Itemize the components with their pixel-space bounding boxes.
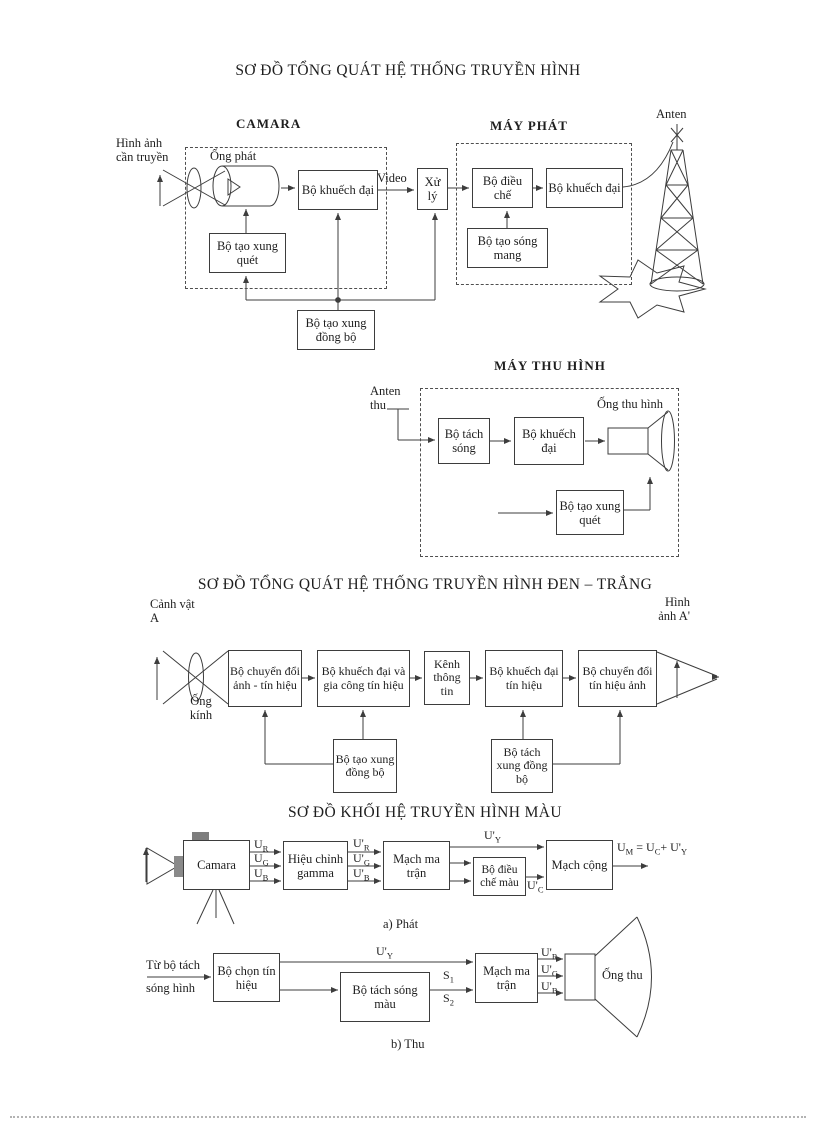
label-ong-kinh: Ống kính: [189, 694, 213, 723]
signal-upg-b: U'G: [541, 962, 558, 979]
block-chuyen-doi-anh-tin-hieu: Bộ chuyển đổi ảnh - tín hiệu: [228, 650, 302, 707]
signal-s2: S2: [443, 991, 454, 1008]
camara-dashed-group: [185, 147, 387, 289]
title-bw-tv-system: SƠ ĐỒ TỔNG QUÁT HỆ THỐNG TRUYỀN HÌNH ĐEN…: [197, 576, 653, 593]
label-a-phat: a) Phát: [383, 917, 419, 931]
block-bo-tach-xung-dong-bo: Bộ tách xung đồng bộ: [491, 739, 553, 793]
label-ong-thu: Ống thu: [602, 968, 643, 982]
block-bo-dieu-che-mau: Bộ điều chế màu: [473, 857, 526, 896]
antenna-tower-icon: [649, 124, 705, 292]
may-phat-dashed-group: [456, 143, 632, 285]
block-bo-tach-song: Bộ tách sóng: [438, 418, 490, 464]
signal-upy-a: U'Y: [484, 828, 501, 845]
label-camara: CAMARA: [236, 116, 302, 131]
block-xu-ly: Xử lý: [417, 168, 448, 210]
block-bo-khuech-dai-1: Bộ khuếch đại: [298, 170, 378, 210]
label-canh-vat-a: Cảnh vật A: [150, 597, 195, 626]
signal-formula: UM = UC+ U'Y: [617, 840, 688, 857]
signal-upy-b: U'Y: [376, 944, 393, 961]
block-kenh-thong-tin: Kênh thông tin: [424, 651, 470, 705]
signal-upr: U'R: [353, 836, 370, 853]
signal-upb: U'B: [353, 866, 370, 883]
block-bo-khuech-dai-3: Bộ khuếch đại: [514, 417, 584, 465]
block-camara: Camara: [183, 840, 250, 890]
light-source-icon: [143, 832, 209, 885]
block-bo-tao-xung-quet: Bộ tạo xung quét: [209, 233, 286, 273]
label-hinh-anh-a: Hình ảnh A': [658, 595, 690, 624]
block-chuyen-doi-tin-hieu-anh: Bộ chuyển đổi tín hiệu ảnh: [578, 650, 657, 707]
block-hieu-chinh-gamma: Hiệu chỉnh gamma: [283, 841, 348, 890]
signal-upg: U'G: [353, 851, 370, 868]
title-tv-system: SƠ ĐỒ TỔNG QUÁT HỆ THỐNG TRUYỀN HÌNH: [235, 62, 581, 79]
signal-s1: S1: [443, 968, 454, 985]
title-color-tv-system: SƠ ĐỒ KHỐI HỆ TRUYỀN HÌNH MÀU: [288, 804, 562, 821]
label-b-thu: b) Thu: [391, 1037, 425, 1051]
lens-icon-2: [162, 650, 229, 705]
label-ong-thu-hinh: Ống thu hình: [597, 397, 663, 411]
block-mach-ma-tran-b: Mạch ma trận: [475, 953, 538, 1003]
label-input-line1: Từ bộ tách: [146, 958, 200, 972]
block-mach-cong: Mạch cộng: [546, 840, 613, 890]
pickup-tube-icon: [212, 165, 280, 207]
signal-ur: UR: [254, 837, 269, 854]
camera-lens-icon: [162, 167, 226, 209]
block-bo-chon-tin-hieu: Bộ chọn tín hiệu: [213, 953, 280, 1002]
title-may-thu-hinh: MÁY THU HÌNH: [494, 358, 606, 373]
label-anten-thu: Anten thu: [370, 384, 401, 413]
receiver-tube-icon: [564, 916, 652, 1038]
footer-divider: [10, 1116, 806, 1118]
picture-tube-icon: [607, 410, 675, 472]
label-anten: Anten: [656, 107, 687, 121]
block-bo-tao-xung-dong-bo: Bộ tạo xung đồng bộ: [297, 310, 375, 350]
signal-ug: UG: [254, 851, 269, 868]
block-mach-ma-tran-a: Mạch ma trận: [383, 841, 450, 890]
receive-antenna-icon: [387, 408, 409, 440]
signal-ub: UB: [254, 866, 269, 883]
camera-tripod-icon: [196, 889, 235, 925]
block-bo-tao-song-mang: Bộ tạo sóng mang: [467, 228, 548, 268]
block-bo-tao-xung-quet-2: Bộ tạo xung quét: [556, 490, 624, 535]
block-bo-dieu-che: Bộ điều chế: [472, 168, 533, 208]
label-video: Video: [377, 171, 407, 185]
may-thu-dashed-group: [420, 388, 679, 557]
label-ong-phat: Ống phát: [210, 149, 257, 163]
block-bo-tach-song-mau: Bộ tách sóng màu: [340, 972, 430, 1022]
label-hinh-anh-can-truyen: Hình ảnh cần truyền: [116, 136, 169, 165]
label-may-phat: MÁY PHÁT: [490, 118, 568, 133]
block-bo-khuech-dai-2: Bộ khuếch đại: [546, 168, 623, 208]
starburst-icon: [598, 259, 707, 319]
block-bo-tao-xung-dong-bo-2: Bộ tạo xung đồng bộ: [333, 739, 397, 793]
signal-upc: U'C: [527, 878, 544, 895]
signal-upb-b: U'B: [541, 979, 558, 996]
block-khuech-dai-gia-cong: Bộ khuếch đại và gia công tín hiệu: [317, 650, 410, 707]
projection-triangle-icon: [656, 651, 719, 705]
block-khuech-dai-tin-hieu: Bộ khuếch đại tín hiệu: [485, 650, 563, 707]
signal-upr-b: U'R: [541, 945, 558, 962]
label-input-line2: sóng hình: [146, 981, 195, 995]
